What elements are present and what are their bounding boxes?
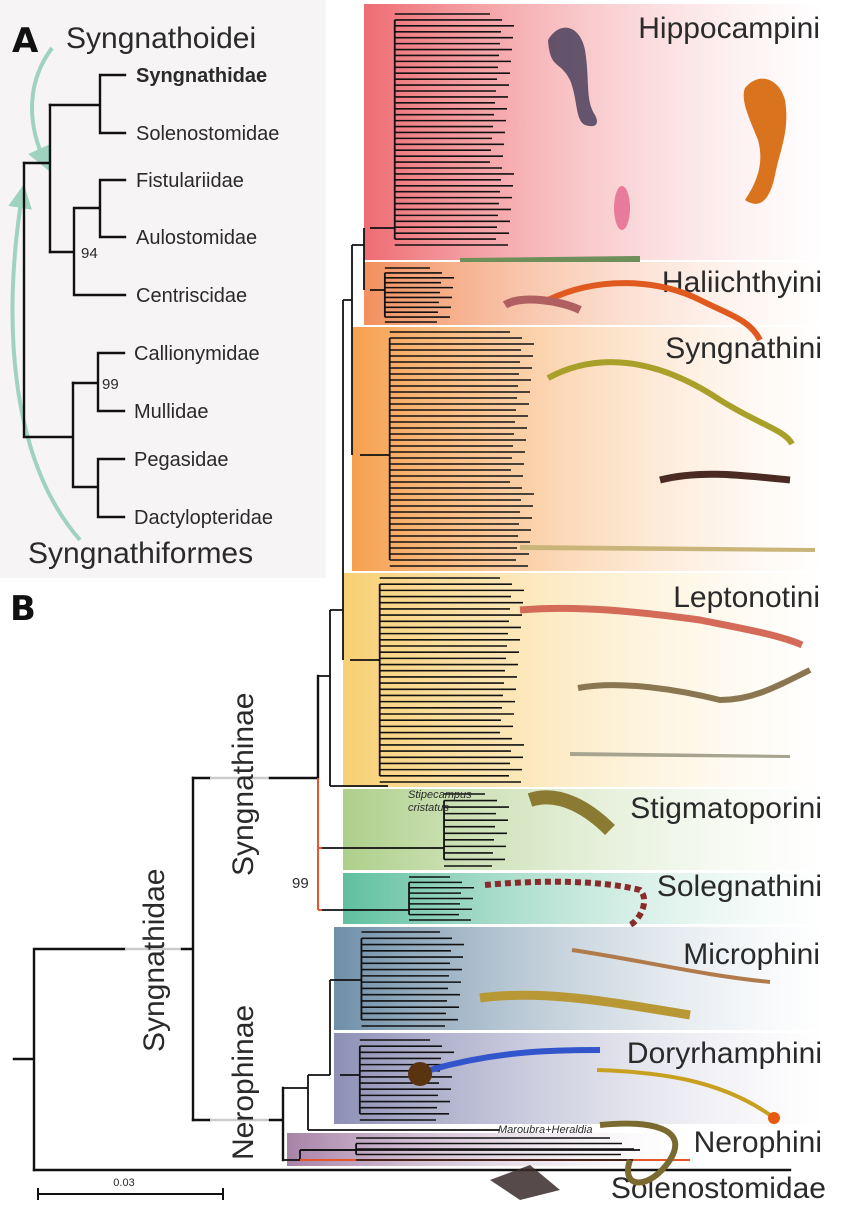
taxon-label: Dactylopteridae xyxy=(134,507,273,529)
order-label: Syngnathiformes xyxy=(28,537,253,570)
clade-labels: Hippocampini Haliichthyini Syngnathini L… xyxy=(611,12,826,1205)
pipefish-image xyxy=(571,948,771,984)
clade-label-hippocampini: Hippocampini xyxy=(638,12,820,45)
pipefish-image xyxy=(570,752,790,758)
family-label: Syngnathidae xyxy=(138,869,171,1053)
clade-subtree xyxy=(340,931,464,1027)
scale-bar-label: 0.03 xyxy=(113,1177,134,1189)
taxon-label: Centriscidae xyxy=(136,285,247,307)
subtree-branch xyxy=(430,800,445,860)
outgroup-label: Solenostomidae xyxy=(611,1172,826,1205)
clade-label-solegnathini: Solegnathini xyxy=(657,870,822,903)
clade-label-microphini: Microphini xyxy=(683,938,820,971)
pygmy-seahorse-image xyxy=(614,186,630,230)
egg-pouch-image xyxy=(408,1062,432,1086)
clade-subtree xyxy=(360,331,534,567)
subtree-branch xyxy=(360,338,391,560)
subtree-branch xyxy=(340,938,363,1020)
panel-b-letter: B xyxy=(10,589,36,629)
panel-b: B xyxy=(10,4,826,1205)
clade-subtree xyxy=(350,577,524,783)
taxon-label: Syngnathidae xyxy=(136,65,267,87)
pipefish-image xyxy=(519,604,804,649)
taxon-label: Aulostomidae xyxy=(136,227,257,249)
annotation-maroubra-heraldia: Maroubra+Heraldia xyxy=(498,1124,592,1136)
panel-a-tree xyxy=(22,73,127,519)
pipefish-image xyxy=(484,878,648,928)
clade-subtree xyxy=(370,13,514,246)
taxon-label: Mullidae xyxy=(134,401,208,423)
annotation-stipecampus: Stipecampus xyxy=(408,789,472,801)
pipefish-image xyxy=(520,545,815,552)
pipefish-tail-image xyxy=(768,1112,780,1124)
order-arrow xyxy=(8,184,82,542)
subtree-branch xyxy=(370,272,386,318)
clade-subtree xyxy=(300,1137,634,1161)
clade-label-stigmatoporini: Stigmatoporini xyxy=(630,792,822,825)
support-value: 94 xyxy=(81,245,98,262)
seadragon-image xyxy=(502,295,582,314)
annotation-cristatus: cristatus xyxy=(408,802,449,814)
pipefish-image xyxy=(659,470,791,484)
clade-label-syngnathini: Syngnathini xyxy=(665,332,822,365)
taxon-label: Callionymidae xyxy=(134,343,260,365)
clade-label-doryrhamphini: Doryrhamphini xyxy=(627,1037,822,1070)
suborder-arrow xyxy=(28,46,54,171)
clade-subtree xyxy=(370,267,454,323)
pipefish-image xyxy=(460,256,640,262)
seahorse-image xyxy=(743,78,787,204)
clade-subtree xyxy=(395,876,474,921)
pipefish-image xyxy=(596,1068,772,1117)
taxon-label: Solenostomidae xyxy=(136,123,279,145)
scale-bar: 0.03 xyxy=(37,1177,224,1200)
suborder-label: Syngnathoidei xyxy=(66,22,256,55)
pipefish-image xyxy=(479,990,691,1020)
support-value: 99 xyxy=(102,376,119,393)
subfamily-label-syngnathinae: Syngnathinae xyxy=(227,693,260,877)
ghost-pipefish-image xyxy=(490,1165,560,1200)
support-value: 99 xyxy=(292,875,309,892)
taxon-label: Pegasidae xyxy=(134,449,229,471)
clade-label-nerophini: Nerophini xyxy=(694,1126,822,1159)
subtree-branch xyxy=(340,1046,361,1114)
seahorse-image xyxy=(548,27,597,127)
taxon-label: Fistulariidae xyxy=(136,170,244,192)
panel-a-background xyxy=(0,0,326,578)
panel-a-taxa: Syngnathidae Solenostomidae Fistulariida… xyxy=(81,65,279,529)
pipefish-image xyxy=(577,667,812,704)
subtree-branch xyxy=(370,19,396,240)
clade-subtrees xyxy=(300,13,634,1161)
clade-label-leptonotini: Leptonotini xyxy=(673,581,820,614)
pipefish-image xyxy=(546,359,795,446)
clade-subtree xyxy=(430,793,509,867)
panel-a-letter: A xyxy=(12,21,39,61)
worm-pipefish-image xyxy=(599,1120,679,1186)
pipefish-image xyxy=(429,1047,601,1073)
pipefish-image xyxy=(546,280,763,342)
leafy-seadragon-image xyxy=(527,790,615,836)
subtree-branch xyxy=(350,584,381,776)
fish-illustrations xyxy=(408,27,815,1200)
panel-a: A Syngnathoidei Syngnathiformes Syngnath… xyxy=(0,0,326,578)
subfamily-label-nerophinae: Nerophinae xyxy=(227,1005,260,1160)
